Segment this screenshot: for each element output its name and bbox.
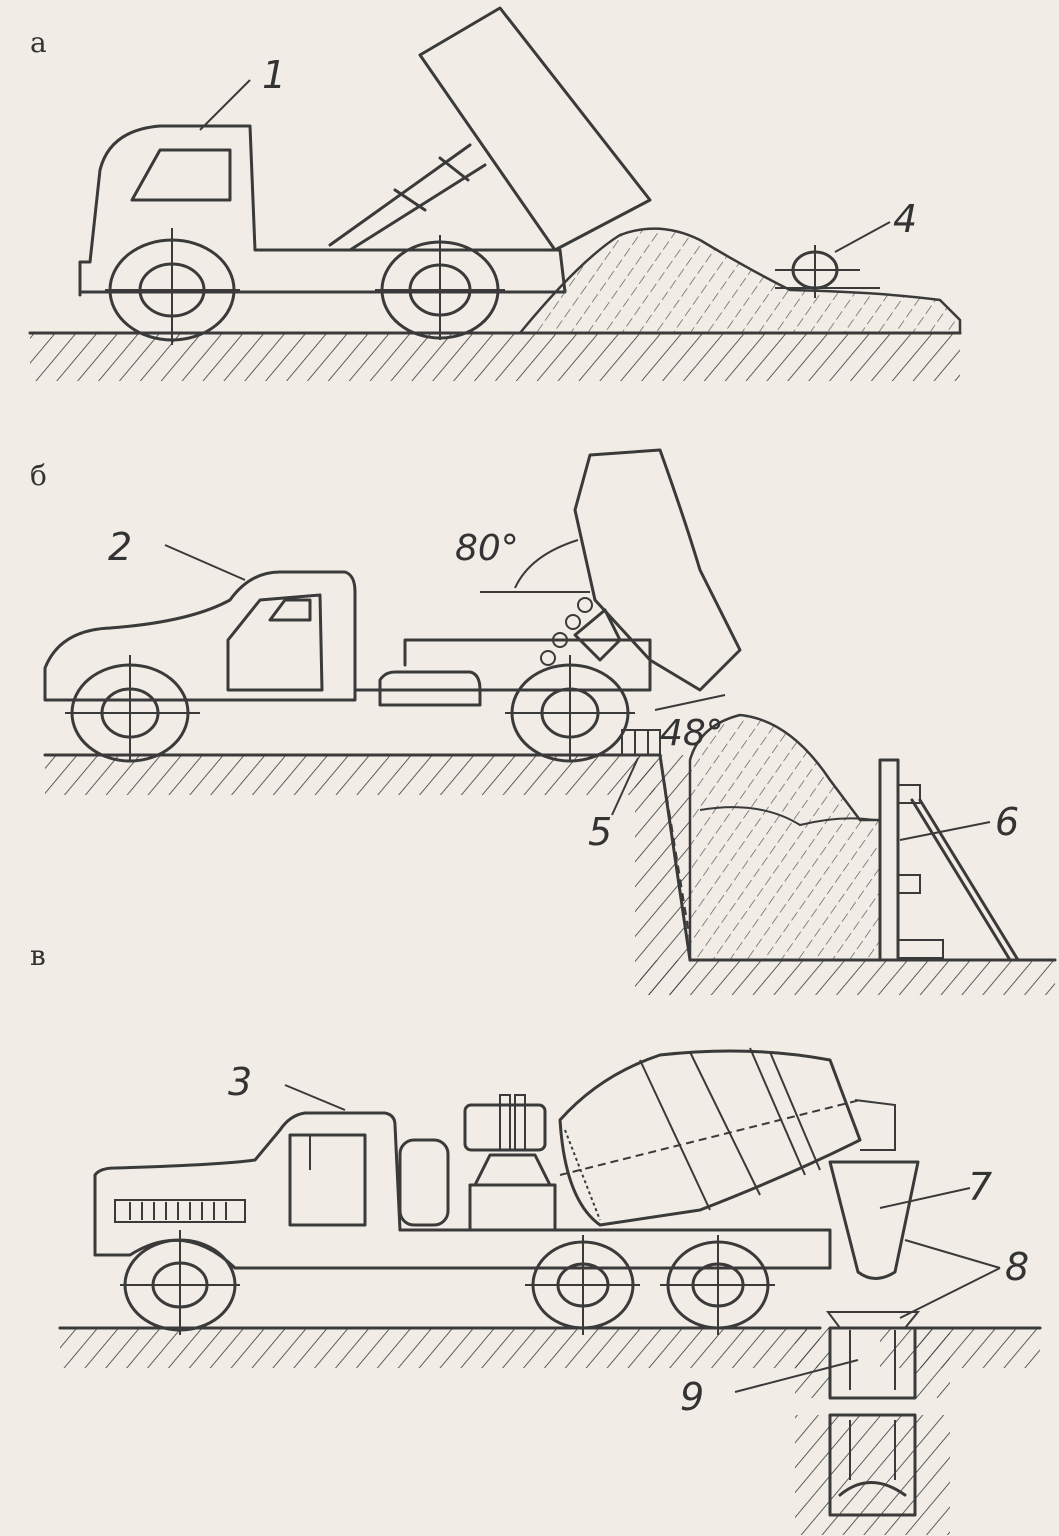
callout-9: 9 (680, 1375, 704, 1419)
drive-pedestal (473, 1153, 552, 1187)
fill-layer-line (699, 806, 876, 827)
callout-8: 8 (1005, 1245, 1029, 1289)
panel-c: в (30, 939, 1042, 1535)
panel-c-ground (58, 1326, 1042, 1535)
soil-pile-a (517, 227, 962, 335)
wheel-stop-5: 5 (588, 729, 661, 854)
panel-b-label: б (30, 459, 47, 492)
lift-mechanism (540, 597, 622, 666)
rear-wheel (375, 235, 505, 340)
cab-window-2 (268, 598, 312, 622)
leader-8a (904, 1239, 1001, 1269)
leader-1 (199, 79, 251, 131)
hydraulic-cylinder (328, 143, 487, 252)
cab-window (130, 148, 232, 202)
mixer-truck-3: 3 (93, 1047, 896, 1335)
callout-4: 4 (893, 197, 917, 241)
well-9: 9 (680, 1359, 859, 1419)
dump-truck-1: 1 (78, 6, 652, 345)
rear-wheel-2 (505, 655, 635, 763)
callout-2: 2 (108, 525, 132, 569)
panel-a-label: а (30, 26, 47, 59)
leader-5 (611, 757, 639, 816)
panel-c-label: в (30, 939, 46, 972)
rear-wheel-3b (660, 1235, 775, 1335)
radiator-grille (114, 1199, 246, 1223)
soil-fill-b (688, 713, 882, 962)
mixing-drum (558, 1049, 862, 1227)
fuel-tank (378, 670, 482, 707)
leader-4 (834, 221, 891, 253)
panel-b: б 6 (30, 448, 1057, 995)
rear-wheel-3a (525, 1235, 640, 1335)
leader-6 (899, 821, 991, 841)
dump-truck-2: 2 (43, 448, 742, 763)
tipped-body-2 (573, 448, 742, 692)
panel-a: а (28, 6, 962, 381)
angle-48: 48° (660, 713, 724, 754)
callout-5: 5 (588, 810, 612, 854)
cab-door (226, 593, 324, 692)
tilt-angle-annotation: 80° (455, 528, 590, 593)
leader-9 (734, 1359, 859, 1393)
front-wheel-2 (65, 655, 200, 763)
front-wheel (105, 228, 240, 345)
leader-8b (899, 1267, 1001, 1319)
water-tank (398, 1138, 450, 1227)
bucket-7: 7 (828, 1160, 992, 1280)
formwork-8: 8 (826, 1239, 1029, 1517)
edge-angle-annotation: 48° (654, 694, 726, 754)
callout-7: 7 (968, 1165, 992, 1209)
leader-3 (284, 1084, 346, 1111)
callout-6: 6 (995, 800, 1019, 844)
callout-1: 1 (262, 53, 286, 97)
tipped-body (418, 6, 652, 252)
grader-4: 4 (775, 197, 917, 298)
callout-3: 3 (228, 1060, 252, 1104)
front-wheel-3 (120, 1230, 240, 1335)
engine-box (468, 1183, 557, 1232)
angle-80: 80° (455, 528, 519, 569)
formwork-6: 6 (878, 758, 1020, 962)
panel-a-ground (28, 331, 962, 381)
cab-door-3 (288, 1133, 367, 1227)
leader-2 (164, 544, 246, 581)
panel-b-ground (43, 753, 1057, 995)
leader-7 (879, 1187, 971, 1209)
drum-drive (463, 1103, 547, 1152)
